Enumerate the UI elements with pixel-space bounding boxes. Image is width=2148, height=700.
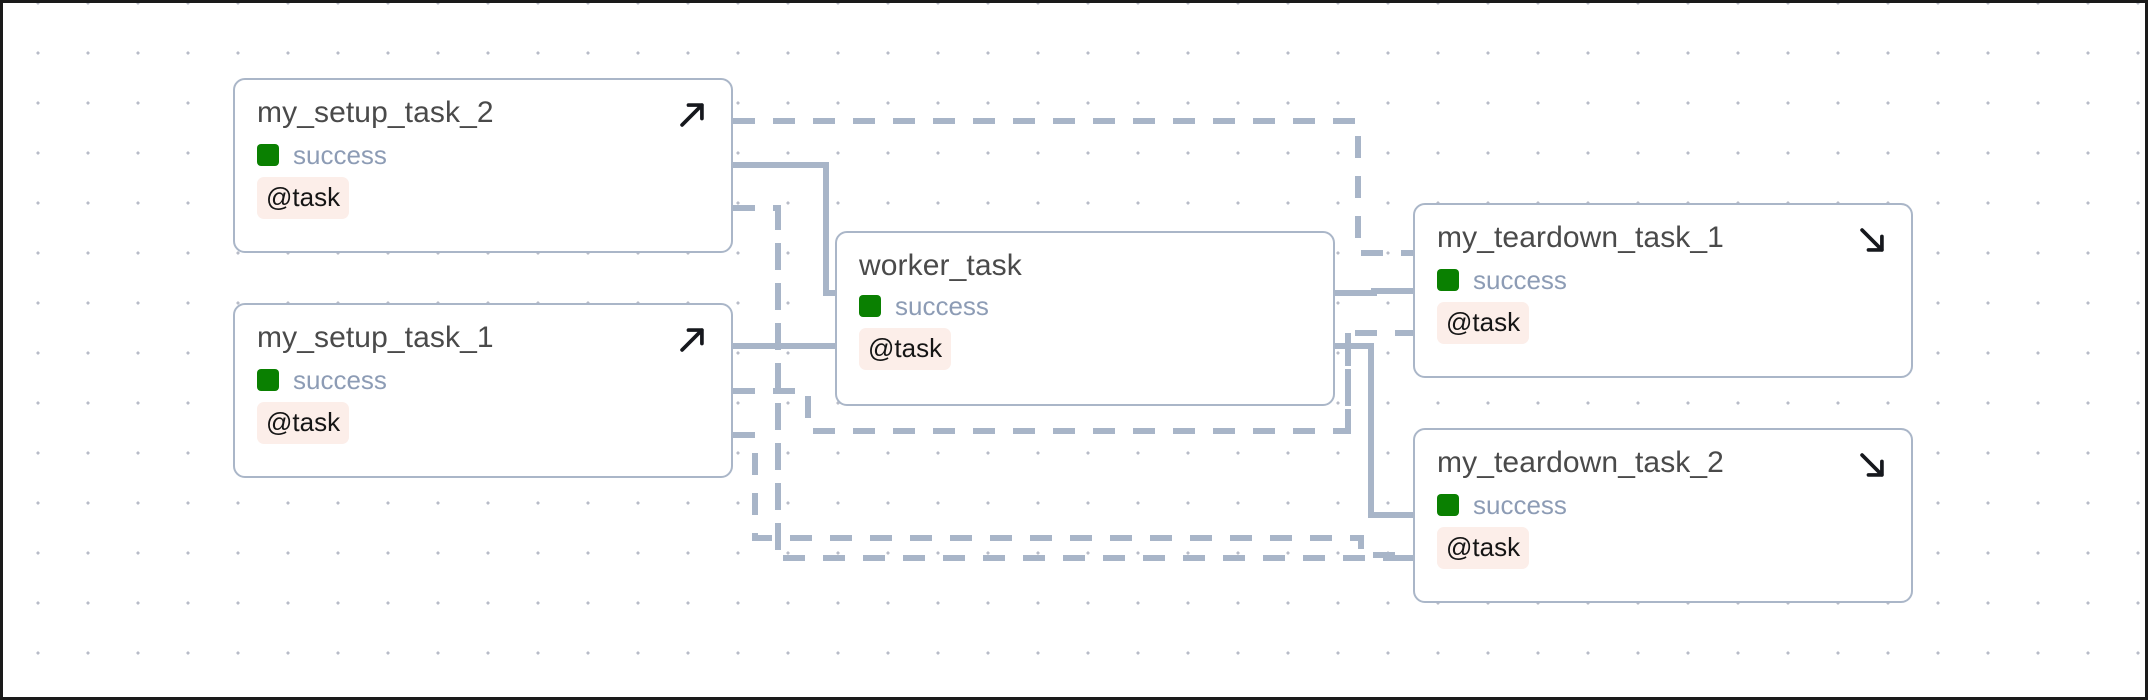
node-badge-row: @task (257, 177, 709, 219)
status-success-icon (1437, 269, 1459, 291)
node-badge-row: @task (1437, 527, 1889, 569)
edge-setup1-teardown2-dashed (733, 432, 1413, 558)
node-badge-row: @task (859, 327, 1311, 370)
node-title: my_setup_task_1 (257, 321, 494, 354)
node-title: my_teardown_task_1 (1437, 221, 1724, 254)
task-node-my-teardown-task-1[interactable]: my_teardown_task_1 success @task (1413, 203, 1913, 378)
arrow-up-right-icon (675, 323, 709, 357)
node-header: worker_task (859, 249, 1311, 283)
edge-worker-teardown1 (1335, 288, 1413, 296)
arrow-down-right-icon (1855, 448, 1889, 482)
status-success-icon (257, 144, 279, 166)
node-badge-row: @task (257, 402, 709, 444)
node-header: my_teardown_task_1 (1437, 221, 1889, 257)
node-header: my_setup_task_2 (257, 96, 709, 132)
status-success-icon (859, 294, 881, 317)
status-label: success (293, 365, 387, 395)
node-title: worker_task (859, 249, 1022, 282)
edge-worker-teardown2 (1335, 343, 1413, 518)
task-node-my-teardown-task-2[interactable]: my_teardown_task_2 success @task (1413, 428, 1913, 603)
decorator-badge: @task (859, 327, 952, 370)
task-node-worker-task[interactable]: worker_task success @task (835, 231, 1335, 406)
node-title: my_setup_task_2 (257, 96, 494, 129)
status-label: success (1473, 265, 1567, 295)
edge-setup2-worker (733, 162, 835, 296)
task-node-my-setup-task-1[interactable]: my_setup_task_1 success @task (233, 303, 733, 478)
arrow-up-right-icon (675, 98, 709, 132)
status-label: success (1473, 490, 1567, 520)
decorator-badge: @task (1437, 302, 1530, 344)
node-header: my_teardown_task_2 (1437, 446, 1889, 482)
status-label: success (895, 290, 989, 321)
node-status-row: success (1437, 267, 1889, 293)
node-title: my_teardown_task_2 (1437, 446, 1724, 479)
node-status-row: success (1437, 492, 1889, 518)
status-success-icon (257, 369, 279, 391)
arrow-down-right-icon (1855, 223, 1889, 257)
decorator-badge: @task (257, 177, 350, 219)
node-badge-row: @task (1437, 302, 1889, 344)
decorator-badge: @task (257, 402, 350, 444)
status-label: success (293, 140, 387, 170)
decorator-badge: @task (1437, 527, 1530, 569)
node-status-row: success (257, 367, 709, 393)
status-success-icon (1437, 494, 1459, 516)
node-status-row: success (859, 293, 1311, 319)
node-header: my_setup_task_1 (257, 321, 709, 357)
task-node-my-setup-task-2[interactable]: my_setup_task_2 success @task (233, 78, 733, 253)
node-status-row: success (257, 142, 709, 168)
